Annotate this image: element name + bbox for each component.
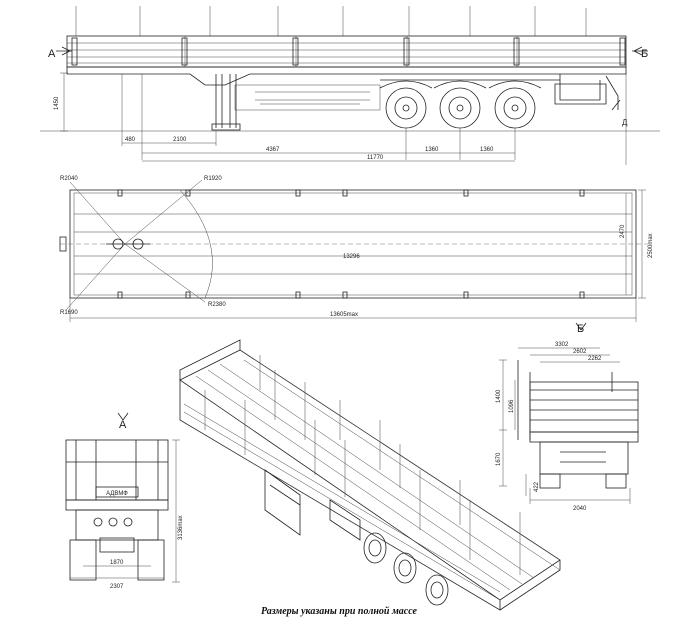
dim-2100: 2100 xyxy=(173,137,187,143)
top-view: R2040 R1920 R2380 R1690 13296 13605max 2… xyxy=(59,176,654,322)
board-ribs xyxy=(67,36,626,67)
stake-pockets xyxy=(117,189,585,299)
radius-2040: R2040 xyxy=(60,176,78,182)
dim-422: 422 xyxy=(534,481,540,492)
dim-1670: 1670 xyxy=(496,452,502,466)
section-d-label: Д xyxy=(622,118,628,127)
top-dimension-lines xyxy=(69,189,646,322)
side-view: А Б Д 1450 480 2100 4367 1360 1360 11770 xyxy=(40,6,660,165)
dim-2262: 2262 xyxy=(588,356,602,362)
side-wheels xyxy=(379,74,621,129)
dim-2307: 2307 xyxy=(110,584,124,590)
front-marker xyxy=(59,236,67,252)
dim-4367: 4367 xyxy=(266,147,280,153)
dim-1360b: 1360 xyxy=(480,147,494,153)
dim-1870: 1870 xyxy=(110,560,124,566)
view-b-label: Б xyxy=(577,323,584,335)
dim-3136max: 3136max xyxy=(178,515,184,540)
view-a-label: А xyxy=(119,419,127,431)
dim-1400: 1400 xyxy=(496,389,502,403)
front-dimension-lines xyxy=(499,347,631,504)
radius-2380: R2380 xyxy=(208,302,226,308)
dim-2602: 2602 xyxy=(573,349,587,355)
dim-13296: 13296 xyxy=(343,254,360,260)
isometric-view xyxy=(179,339,561,611)
iso-stakes xyxy=(204,355,521,575)
rear-view: А АДВМФ 3136max 1870 2307 xyxy=(65,412,184,590)
platform-rails xyxy=(74,213,632,275)
side-board xyxy=(66,35,627,68)
section-a-label: А xyxy=(48,48,56,60)
dim-3302: 3302 xyxy=(555,342,569,348)
dim-1360a: 1360 xyxy=(425,147,439,153)
dim-2470: 2470 xyxy=(620,224,626,238)
rear-dimension-lines xyxy=(70,439,180,583)
front-view: Б 3302 2602 2262 1400 xyxy=(496,322,639,512)
side-stakes xyxy=(75,6,587,36)
section-marks xyxy=(56,46,648,56)
dim-1096: 1096 xyxy=(509,399,515,413)
turning-radii xyxy=(65,179,213,311)
king-pin xyxy=(106,238,150,250)
board-posts xyxy=(71,37,626,66)
dim-480: 480 xyxy=(125,137,136,143)
rear-plate: АДВМФ xyxy=(106,491,128,497)
dim-11770: 11770 xyxy=(367,155,384,161)
drawing-caption: Размеры указаны при полной массе xyxy=(261,606,417,617)
frame xyxy=(66,66,627,86)
dim-2040: 2040 xyxy=(573,506,587,512)
dim-2500max: 2500max xyxy=(648,233,654,258)
section-b-label: Б xyxy=(641,48,648,60)
radius-1690: R1690 xyxy=(60,310,78,316)
front-body xyxy=(517,360,639,489)
dim-13605max: 13605max xyxy=(330,312,358,318)
rear-body xyxy=(65,439,169,581)
radius-1920: R1920 xyxy=(204,176,222,182)
dim-height: 1450 xyxy=(54,96,60,110)
iso-wheels xyxy=(264,469,449,606)
side-dimension-lines xyxy=(60,72,627,165)
support-legs xyxy=(211,74,241,131)
